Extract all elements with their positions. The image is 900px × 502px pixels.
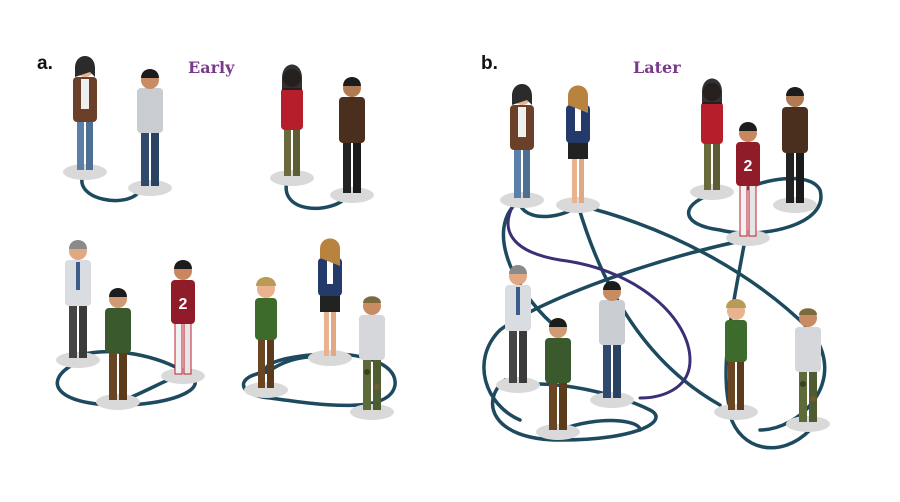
panel-a-title: Early bbox=[188, 58, 235, 77]
panel-b-links bbox=[482, 176, 827, 450]
person-man-green-sweater-icon bbox=[96, 288, 140, 410]
link-edge bbox=[80, 171, 142, 203]
person-woman-navy-blazer-icon bbox=[556, 85, 600, 213]
person-athlete-number-2-icon: 2 bbox=[726, 122, 770, 246]
panel-b-title: Later bbox=[633, 58, 681, 77]
link-edge bbox=[506, 193, 692, 400]
person-woman-red-top-icon bbox=[270, 64, 314, 186]
link-edge bbox=[55, 350, 197, 407]
person-man-brown-jacket-icon bbox=[330, 77, 374, 203]
link-edge bbox=[728, 413, 812, 450]
person-man-brown-jacket-icon bbox=[773, 87, 817, 213]
panel-b-label: b. bbox=[481, 53, 498, 74]
person-man-green-sweater-icon bbox=[536, 318, 580, 440]
person-woman-camo-cap-icon bbox=[244, 277, 288, 398]
jersey-number: 2 bbox=[179, 296, 188, 313]
panel-a-label: a. bbox=[37, 53, 53, 74]
person-man-tie-icon bbox=[496, 265, 540, 393]
person-man-tie-icon bbox=[56, 240, 100, 368]
person-man-grey-shirt-icon bbox=[590, 281, 634, 408]
link-edge bbox=[490, 378, 658, 442]
person-woman-navy-blazer-icon bbox=[308, 238, 352, 366]
jersey-number: 2 bbox=[744, 158, 753, 175]
person-woman-camo-cap-icon bbox=[714, 299, 758, 420]
panel-a-links bbox=[55, 171, 397, 408]
person-woman-brown-jacket-icon bbox=[63, 56, 107, 180]
link-edge bbox=[576, 203, 722, 407]
panel-b-links-accent bbox=[506, 193, 692, 400]
person-man-grey-shirt-icon bbox=[128, 69, 172, 196]
person-man-camo-pants-icon bbox=[350, 296, 394, 420]
person-athlete-number-2-icon: 2 bbox=[161, 260, 205, 384]
person-man-camo-pants-icon bbox=[786, 308, 830, 432]
person-woman-red-top-icon bbox=[690, 78, 734, 200]
person-woman-brown-jacket-icon bbox=[500, 84, 544, 208]
